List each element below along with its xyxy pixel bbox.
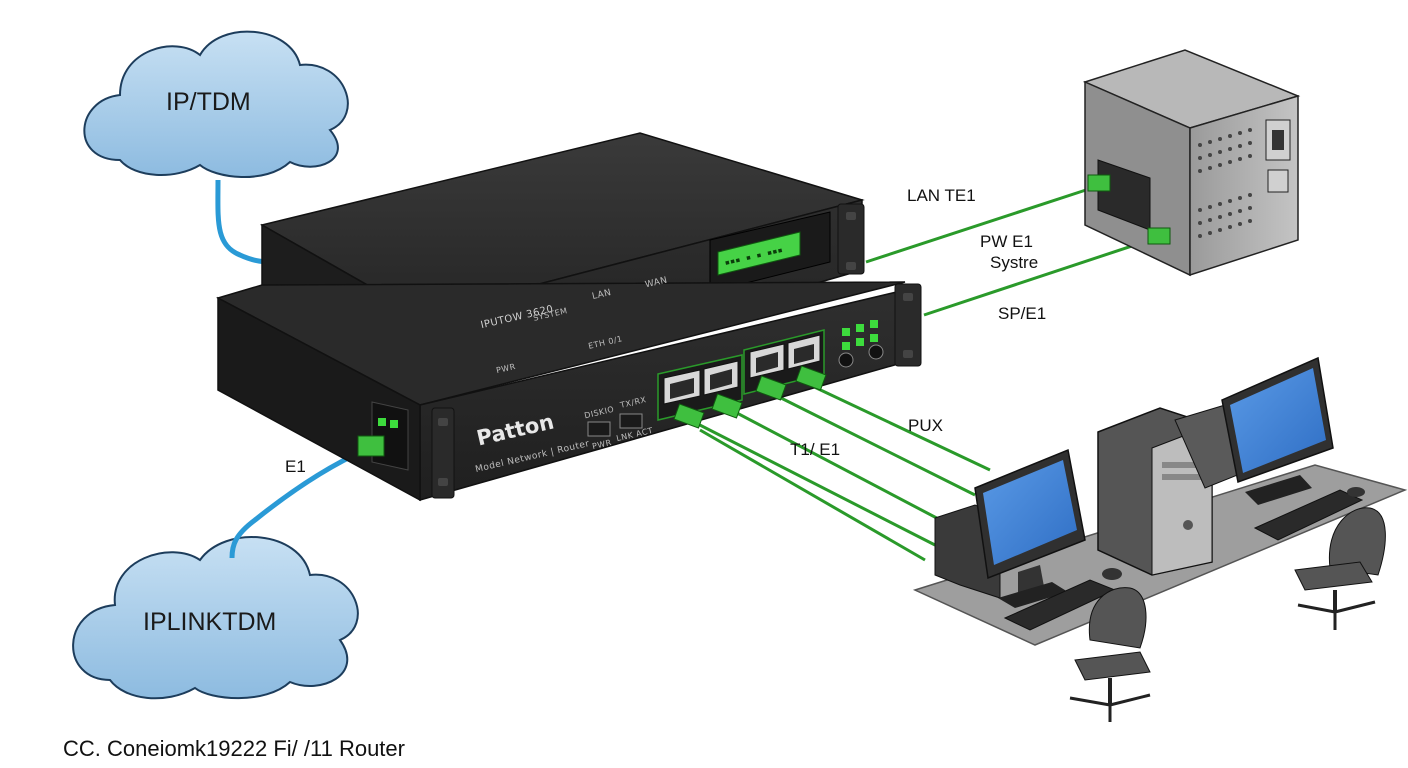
link-label-pwe1: PW E1 <box>980 232 1033 251</box>
mouse <box>1347 487 1365 497</box>
diagram-caption: CC. Coneiomk19222 Fi/ /11 Router <box>63 736 405 761</box>
cloud-bottom <box>72 536 359 700</box>
link-label-lan-te1: LAN TE1 <box>907 186 976 205</box>
disk-slot[interactable] <box>587 421 611 437</box>
lower-device <box>216 281 922 502</box>
mouse <box>1102 568 1122 580</box>
monitor-screen <box>1230 368 1326 473</box>
link-label-pux: PUX <box>908 416 943 435</box>
link-label-e1: E1 <box>285 457 306 476</box>
txrx-slot[interactable] <box>619 413 643 429</box>
blue-cable-bottom <box>229 447 367 559</box>
link-label-t1-e1: T1/ E1 <box>790 440 841 459</box>
server-tower <box>1082 49 1301 277</box>
e1-connector <box>357 435 385 457</box>
status-leds <box>842 320 878 350</box>
cloud-top <box>83 30 349 179</box>
monitor-screen <box>983 460 1077 565</box>
office-chair <box>1294 507 1386 630</box>
audio-jack[interactable] <box>868 344 884 360</box>
link-label-sp-e1: SP/E1 <box>998 304 1047 323</box>
workstation-front <box>934 448 1151 722</box>
server-connector <box>1087 174 1111 192</box>
cloud-bottom-label: IPLINKTDM <box>143 608 277 636</box>
cloud-top-label: IP/TDM <box>166 88 251 116</box>
workstation-back <box>1097 356 1386 630</box>
server-connector <box>1147 227 1171 245</box>
green-cables <box>689 186 1151 562</box>
link-label-systre: Systre <box>990 253 1039 272</box>
e1-port-block[interactable] <box>357 401 409 471</box>
lcd-display <box>709 211 831 293</box>
office-chair <box>1069 587 1151 722</box>
keyboard <box>1253 489 1364 541</box>
audio-jack[interactable] <box>838 352 854 368</box>
green-connectors <box>673 365 827 429</box>
